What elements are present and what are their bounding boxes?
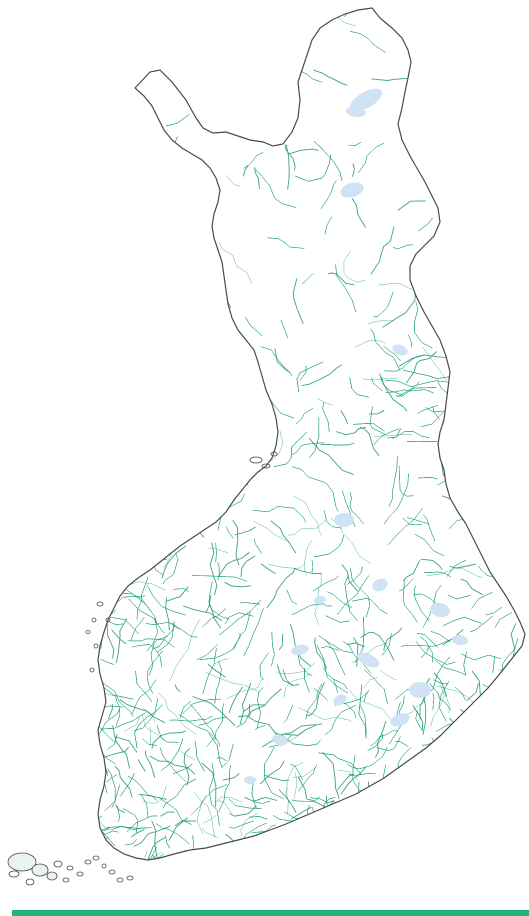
lake — [340, 182, 364, 198]
island — [8, 870, 20, 878]
lake — [334, 512, 354, 528]
island — [53, 860, 63, 868]
country-outline — [97, 7, 526, 861]
island — [62, 877, 70, 883]
island — [76, 871, 84, 877]
lake — [356, 652, 380, 668]
lake — [314, 595, 326, 605]
island — [84, 859, 92, 865]
island — [108, 869, 116, 875]
island — [46, 871, 58, 881]
lake — [291, 644, 309, 656]
bottom-accent-bar — [12, 910, 529, 916]
island — [92, 855, 100, 861]
country-fill — [98, 8, 525, 860]
lake — [272, 734, 288, 746]
island — [7, 852, 37, 872]
lake — [244, 775, 256, 785]
island — [91, 617, 97, 623]
island — [85, 630, 91, 634]
island — [89, 667, 95, 673]
island — [126, 875, 134, 881]
lake — [392, 344, 408, 356]
island — [116, 877, 124, 883]
lake — [333, 694, 347, 706]
island — [66, 865, 74, 871]
country-fill-shape — [98, 8, 525, 860]
island — [93, 643, 99, 649]
lake — [409, 681, 431, 699]
lake — [452, 634, 468, 646]
island — [25, 878, 35, 886]
lake — [380, 780, 404, 800]
island — [101, 863, 107, 869]
island — [31, 863, 49, 877]
island — [96, 601, 104, 607]
lake — [421, 753, 439, 767]
lake — [346, 106, 366, 118]
lake — [390, 713, 410, 727]
lake — [349, 88, 383, 112]
lake — [430, 602, 450, 618]
lake — [372, 578, 388, 592]
island — [249, 456, 263, 464]
